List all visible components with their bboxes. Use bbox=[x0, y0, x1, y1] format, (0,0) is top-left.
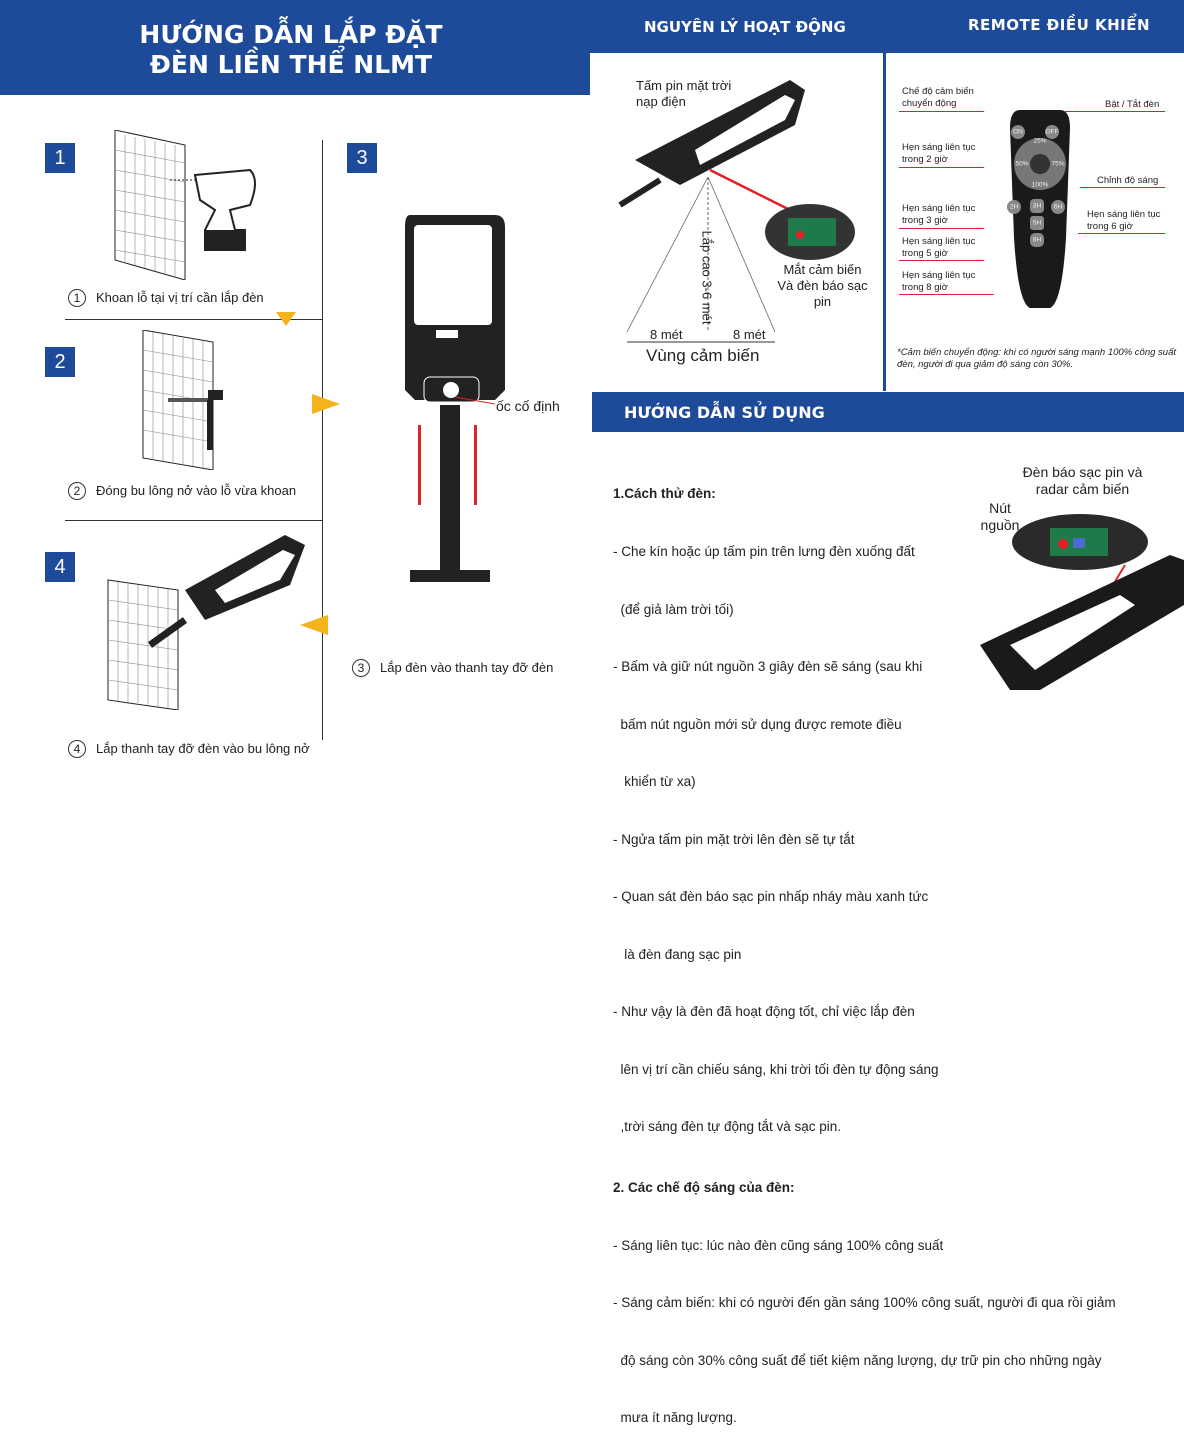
divider-h2 bbox=[65, 520, 322, 521]
title-line2: ĐÈN LIỀN THỂ NLMT bbox=[149, 50, 433, 79]
line-6h bbox=[1078, 233, 1165, 234]
list-item: mưa ít năng lượng. bbox=[613, 1410, 737, 1425]
caption-text: Đóng bu lông nở vào lỗ vừa khoan bbox=[96, 483, 297, 498]
divider-h1 bbox=[65, 319, 322, 320]
label-2h: Hẹn sáng liên tục trong 2 giờ bbox=[902, 142, 976, 165]
divider-vertical bbox=[322, 140, 323, 740]
power-button-label: Nút nguồn bbox=[980, 500, 1020, 533]
left-header: HƯỚNG DẪN LẮP ĐẶT ĐÈN LIỀN THỂ NLMT bbox=[0, 0, 590, 95]
sensor-label: Mắt cảm biến Và đèn báo sạc pin bbox=[777, 262, 868, 309]
step-4-circle: 4 bbox=[68, 740, 86, 758]
line-on-off bbox=[1065, 111, 1165, 112]
principle-title: NGUYÊN LÝ HOẠT ĐỘNG bbox=[644, 18, 846, 36]
list-item: khiển từ xa) bbox=[613, 774, 696, 789]
arrow-right-icon bbox=[312, 394, 340, 414]
right-header: NGUYÊN LÝ HOẠT ĐỘNG REMOTE ĐIỀU KHIỂN bbox=[590, 0, 1184, 53]
step-4-badge: 4 bbox=[45, 552, 75, 582]
label-brightness: Chỉnh độ sáng bbox=[1097, 175, 1159, 186]
list-item: ,trời sáng đèn tự động tắt và sạc pin. bbox=[613, 1119, 842, 1134]
remote-title: REMOTE ĐIỀU KHIỂN bbox=[968, 16, 1151, 34]
left-distance: 8 mét bbox=[650, 327, 683, 342]
lamp-pole-illustration bbox=[405, 215, 505, 582]
label-motion-mode: Chế độ cảm biến chuyển động bbox=[902, 86, 974, 109]
step-1-circle: 1 bbox=[68, 289, 86, 307]
remote-button-on: ON bbox=[1013, 128, 1023, 136]
panel-label: Tấm pin mặt trời nạp điện bbox=[636, 78, 732, 109]
list-item: - Bấm và giữ nút nguồn 3 giây đèn sẽ sán… bbox=[613, 659, 923, 674]
remote-note: *Cảm biến chuyển động: khi có người sáng… bbox=[897, 347, 1176, 370]
remote-button-100: 100% bbox=[1031, 181, 1049, 189]
list-item: - Như vậy là đèn đã hoạt động tốt, chỉ v… bbox=[613, 1004, 915, 1019]
step-2-caption: 2 Đóng bu lông nở vào lỗ vừa khoan bbox=[68, 482, 296, 500]
remote-button-2h: 2H bbox=[1009, 203, 1019, 211]
step-2-circle: 2 bbox=[68, 482, 86, 500]
arrow-down-icon bbox=[276, 312, 296, 336]
right-distance: 8 mét bbox=[733, 327, 766, 342]
label-on-off: Bật / Tắt đèn bbox=[1105, 99, 1160, 110]
height-label: Lắp cao 3-6 mét bbox=[699, 230, 715, 325]
remote-button-8h: 8H bbox=[1032, 236, 1042, 244]
caption-text: Lắp đèn vào thanh tay đỡ đèn bbox=[380, 660, 554, 675]
list-item: độ sáng còn 30% công suất để tiết kiệm n… bbox=[613, 1352, 1102, 1368]
list-item: bấm nút nguồn mới sử dụng được remote đi… bbox=[613, 716, 902, 732]
label-3h: Hẹn sáng liên tục trong 3 giờ bbox=[902, 203, 976, 226]
step-3-caption: 3 Lắp đèn vào thanh tay đỡ đèn bbox=[352, 659, 553, 677]
remote-button-50: 50% bbox=[1015, 160, 1029, 168]
zone-label: Vùng cảm biến bbox=[646, 346, 760, 365]
remote-button-25: 25% bbox=[1033, 137, 1047, 145]
label-5h: Hẹn sáng liên tục trong 5 giờ bbox=[902, 236, 976, 259]
step-1-badge: 1 bbox=[45, 143, 75, 173]
usage-title: HƯỚNG DẪN SỬ DỤNG bbox=[624, 403, 825, 422]
remote-button-off: OFF bbox=[1045, 128, 1059, 136]
line-motion bbox=[899, 111, 984, 112]
wall-mount-illustration bbox=[107, 535, 305, 710]
list-item: lên vị trí cần chiếu sáng, khi trời tối … bbox=[613, 1061, 939, 1077]
remote-button-6h: 6H bbox=[1053, 203, 1063, 211]
list-item: là đèn đang sạc pin bbox=[613, 946, 742, 962]
wall-drill-illustration bbox=[114, 130, 256, 280]
indicator-label: Đèn báo sạc pin và radar cảm biến bbox=[1022, 464, 1143, 497]
list-item: - Sáng cảm biến: khi có người đến gần sá… bbox=[613, 1295, 1116, 1310]
step-4-caption: 4 Lắp thanh tay đỡ đèn vào bu lông nở bbox=[68, 740, 310, 758]
list-item: (để giả làm trời tối) bbox=[613, 601, 734, 617]
screw-label: ốc cố định bbox=[496, 398, 560, 414]
caption-text: Lắp thanh tay đỡ đèn vào bu lông nở bbox=[96, 741, 310, 756]
red-arrow-up-right bbox=[474, 425, 477, 505]
line-2h bbox=[899, 167, 984, 168]
step-3-circle: 3 bbox=[352, 659, 370, 677]
caption-text: Khoan lỗ tại vị trí cần lắp đèn bbox=[96, 290, 264, 305]
remote-button-5h: 5H bbox=[1032, 219, 1042, 227]
list-item: - Quan sát đèn báo sạc pin nhấp nháy màu… bbox=[613, 889, 929, 904]
list-item: - Che kín hoặc úp tấm pin trên lưng đèn … bbox=[613, 544, 915, 559]
lamp-detail-illustration bbox=[980, 514, 1184, 690]
remote-illustration bbox=[1007, 110, 1070, 308]
step-3-badge: 3 bbox=[347, 143, 377, 173]
remote-button-75: 75% bbox=[1051, 160, 1065, 168]
arrow-left-icon bbox=[300, 615, 328, 635]
wall-hammer-illustration bbox=[142, 330, 223, 470]
section-2-title: 2. Các chế độ sáng của đèn: bbox=[613, 1179, 795, 1195]
list-item: - Sáng liên tục: lúc nào đèn cũng sáng 1… bbox=[613, 1237, 944, 1253]
step-1-caption: 1 Khoan lỗ tại vị trí cần lắp đèn bbox=[68, 289, 264, 307]
label-8h: Hẹn sáng liên tục trong 8 giờ bbox=[902, 270, 976, 293]
red-arrow-up-left bbox=[418, 425, 421, 505]
usage-header: HƯỚNG DẪN SỬ DỤNG bbox=[592, 392, 1184, 432]
line-5h bbox=[899, 260, 984, 261]
principle-diagram bbox=[618, 80, 855, 343]
remote-button-3h: 3H bbox=[1032, 202, 1042, 210]
line-8h bbox=[899, 294, 994, 295]
step-2-badge: 2 bbox=[45, 347, 75, 377]
label-6h: Hẹn sáng liên tục trong 6 giờ bbox=[1087, 209, 1161, 232]
blue-divider bbox=[883, 53, 886, 391]
title-line1: HƯỚNG DẪN LẮP ĐẶT bbox=[139, 20, 443, 49]
section-1-title: 1.Cách thử đèn: bbox=[613, 486, 716, 501]
line-3h bbox=[899, 228, 984, 229]
line-brightness bbox=[1080, 187, 1165, 188]
list-item: - Ngửa tấm pin mặt trời lên đèn sẽ tự tắ… bbox=[613, 831, 855, 847]
